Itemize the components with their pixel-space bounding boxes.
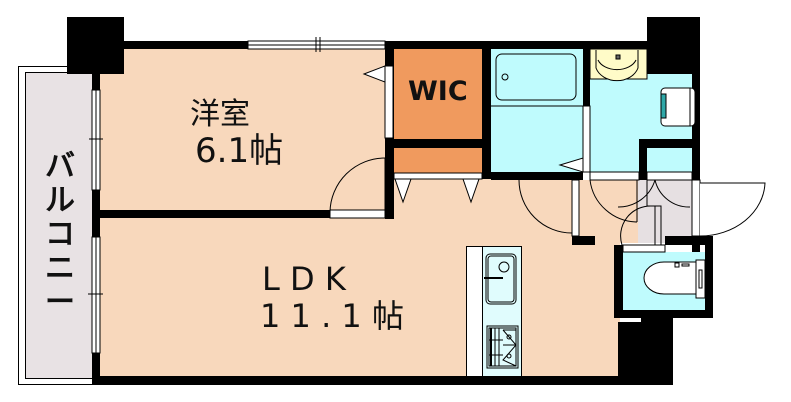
wic-room [394,49,482,139]
wall [94,41,248,49]
wall [491,172,583,180]
ldk-room [100,218,620,376]
wall [647,17,694,74]
wall [614,245,623,317]
ldk-name: L D K [262,260,346,298]
wall [92,66,100,383]
western-room [100,47,387,212]
western-room-name: 洋室 [190,97,250,132]
balcony-floor [25,72,95,379]
wall [705,245,713,318]
wic-label: WIC [408,76,468,107]
western-room-size: 6.1帖 [195,131,284,171]
wall [614,310,712,318]
wall [665,236,713,245]
balcony-label: バ ル コ ニ ー [45,149,75,320]
wall [583,41,590,106]
entrance-floor [638,180,698,243]
wall [692,17,700,180]
wall [100,210,390,218]
hallway [387,178,577,226]
ldk-size: 1 1 . 1 帖 [260,297,404,335]
wall [92,376,618,385]
storage-closet [394,148,482,173]
wall [639,139,699,148]
wall [572,236,595,245]
wall [639,139,647,180]
wall [618,322,673,385]
bathroom [491,49,583,172]
wall [394,139,482,148]
wall [385,41,651,49]
wall [482,41,491,179]
